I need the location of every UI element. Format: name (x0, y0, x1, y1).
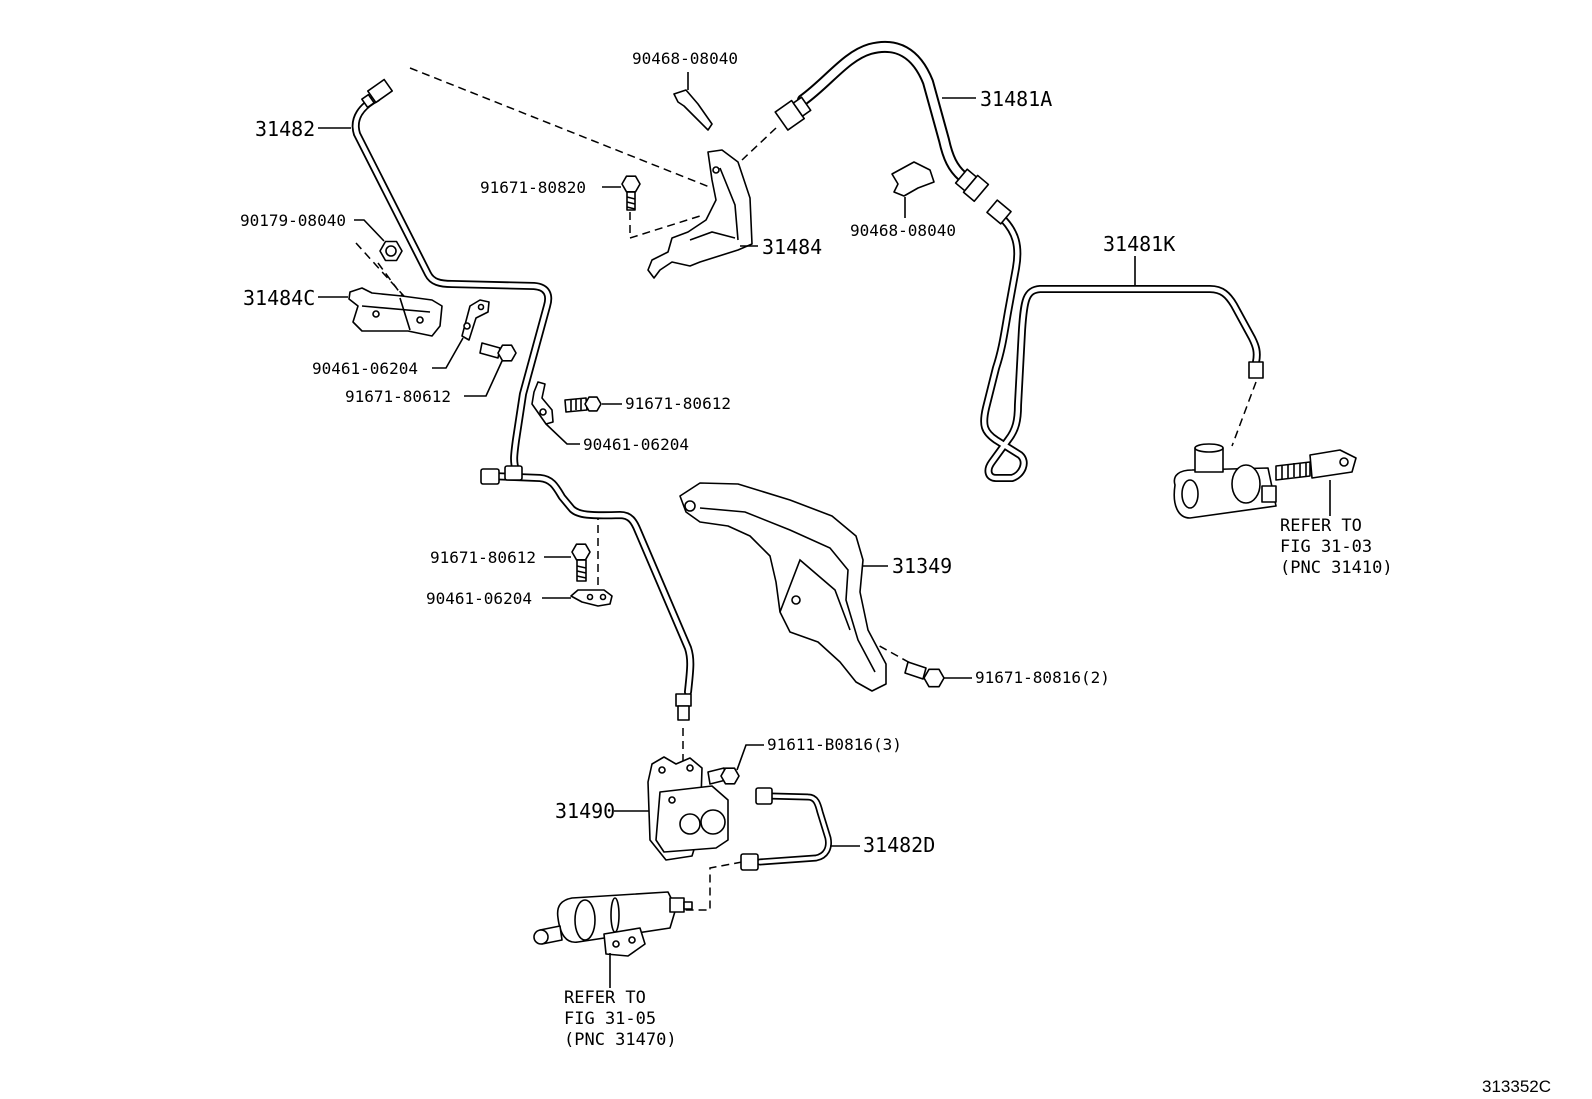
label-31482D: 31482D (863, 833, 935, 857)
cover-31349 (679, 482, 887, 692)
figure-code: 313352C (1482, 1077, 1551, 1096)
reference-line: (PNC 31470) (564, 1030, 677, 1050)
bolt-91611-B0816 (707, 767, 740, 785)
label-clip-top: 90468-08040 (632, 49, 738, 68)
label-bolt-B0816: 91611-B0816(3) (767, 735, 902, 754)
reference-line: FIG 31-05 (564, 1009, 656, 1029)
label-bolt-left-upper: 91671-80612 (345, 387, 451, 406)
reference-line: REFER TO (1280, 516, 1362, 536)
bracket-31484C (348, 287, 443, 337)
label-31481A: 31481A (980, 87, 1052, 111)
tube-31481K (980, 199, 1264, 482)
label-bolt-80816: 91671-80816(2) (975, 668, 1110, 687)
bolt-91671-80612-lower (571, 543, 591, 582)
clip-90468-top (673, 89, 713, 131)
bolt-91671-80820 (621, 175, 641, 211)
part-labels: 90468-08040 31481A 31482 91671-80820 901… (240, 49, 1175, 857)
bolt-91671-80612-mid (564, 396, 602, 413)
label-31484C: 31484C (243, 286, 315, 310)
clamp-90461-mid (531, 381, 554, 425)
bracket-31484 (647, 149, 753, 279)
label-clamp-lower: 90461-06204 (426, 589, 532, 608)
release-cylinder (533, 891, 693, 957)
label-bolt-80820: 91671-80820 (480, 178, 586, 197)
label-31349: 31349 (892, 554, 952, 578)
reference-line: (PNC 31410) (1280, 558, 1393, 578)
clip-90468-right (891, 161, 935, 197)
label-31484: 31484 (762, 235, 822, 259)
clamp-90461-upper-left (461, 299, 490, 341)
reference-release-cylinder: REFER TO FIG 31-05 (PNC 31470) (564, 988, 677, 1050)
reference-line: FIG 31-03 (1280, 537, 1372, 557)
label-clamp-left-upper: 90461-06204 (312, 359, 418, 378)
housing-31490 (647, 756, 729, 861)
master-cylinder (1173, 443, 1357, 519)
hose-31481A (774, 40, 990, 203)
label-31490: 31490 (555, 799, 615, 823)
reference-line: REFER TO (564, 988, 646, 1008)
bolt-91671-80816 (904, 661, 945, 688)
bolt-91671-80612-upper-left (479, 342, 517, 362)
label-clip-right: 90468-08040 (850, 221, 956, 240)
label-bolt-mid: 91671-80612 (625, 394, 731, 413)
label-bolt-lower: 91671-80612 (430, 548, 536, 567)
leader-lines (318, 72, 1331, 988)
nut-90179-08040 (379, 240, 403, 262)
label-nut-90179: 90179-08040 (240, 211, 346, 230)
reference-master-cylinder: REFER TO FIG 31-03 (PNC 31410) (1280, 516, 1393, 578)
tube-31482D (740, 787, 832, 871)
label-31481K: 31481K (1103, 232, 1175, 256)
tube-31482 (351, 78, 695, 721)
clamp-90461-lower (570, 589, 613, 607)
label-clamp-mid: 90461-06204 (583, 435, 689, 454)
label-31482: 31482 (255, 117, 315, 141)
